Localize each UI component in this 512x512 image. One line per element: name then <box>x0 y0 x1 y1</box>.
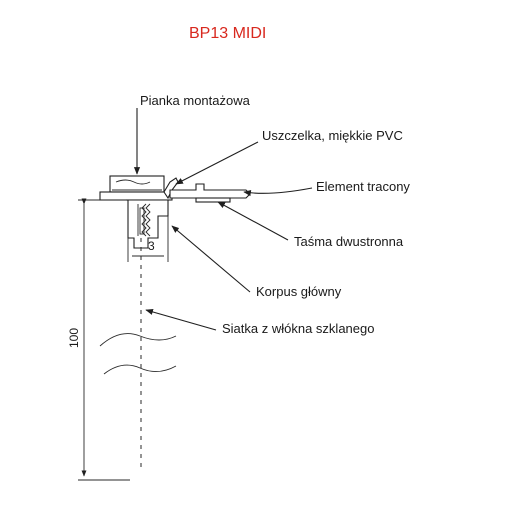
label-korpus: Korpus główny <box>256 284 342 299</box>
leader-tasma <box>217 201 289 241</box>
label-tasma: Taśma dwustronna <box>294 234 404 249</box>
foam-texture <box>115 179 151 185</box>
label-pianka: Pianka montażowa <box>140 93 251 108</box>
channel-slot <box>139 207 145 235</box>
leader-lines <box>133 108 313 331</box>
double-sided-tape <box>195 197 231 203</box>
main-flange <box>99 191 173 201</box>
label-element: Element tracony <box>316 179 410 194</box>
mesh-wave-upper <box>99 333 177 347</box>
mesh-wave-lower <box>103 364 177 375</box>
dimension-gap: 3 <box>127 216 169 262</box>
label-siatka: Siatka z włókna szklanego <box>222 321 374 336</box>
leader-siatka <box>145 308 217 331</box>
dimension-height: 100 <box>67 198 130 481</box>
label-uszczelka: Uszczelka, miękkie PVC <box>262 128 403 143</box>
diagram-title: BP13 MIDI <box>189 25 266 42</box>
lost-element <box>169 183 251 199</box>
leader-korpus <box>171 225 251 293</box>
serrated-channel <box>137 203 151 237</box>
leader-uszczelka <box>175 141 259 185</box>
profile-drawing <box>99 175 251 470</box>
leader-element <box>243 187 313 197</box>
dim-height-value: 100 <box>67 328 81 348</box>
dim-gap-value: 3 <box>148 239 155 253</box>
